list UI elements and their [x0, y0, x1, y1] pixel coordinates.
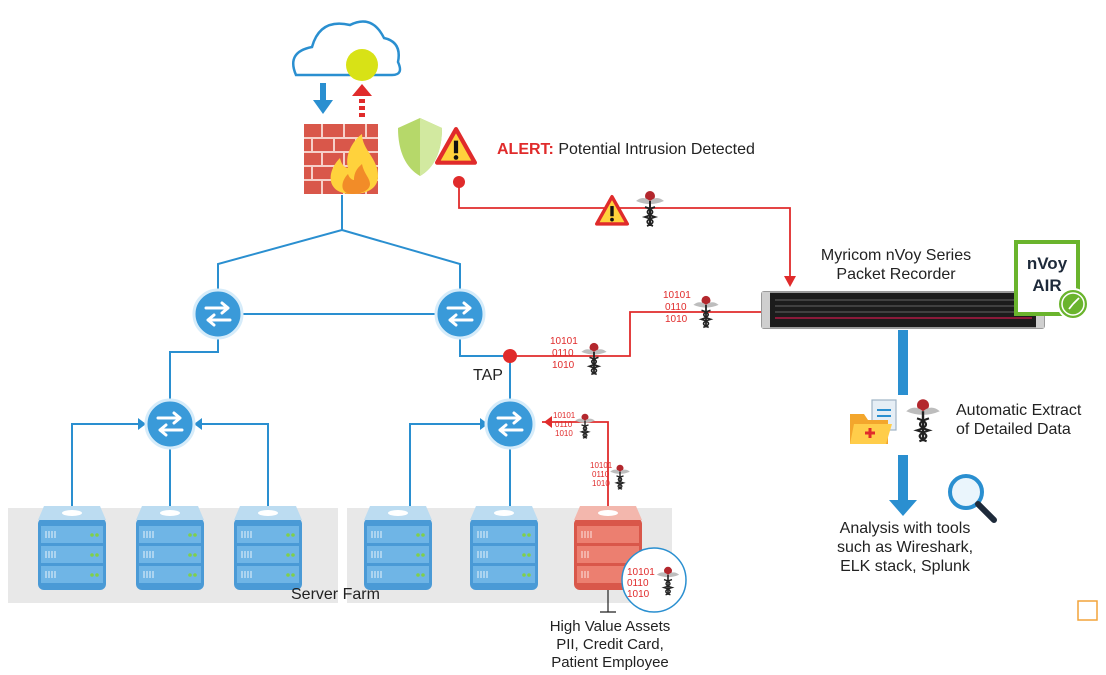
server-4	[363, 505, 433, 591]
caduceus-icon	[574, 413, 596, 439]
alert-links	[458, 182, 791, 512]
hva-bits-a: 10101	[627, 567, 655, 578]
hva-bits-b: 0110	[627, 578, 649, 589]
extract-caduceus-icon	[905, 398, 941, 443]
network-links	[71, 195, 908, 510]
packet1-bits-c: 1010	[665, 314, 688, 325]
magnifier-icon	[948, 474, 997, 523]
packet3-bits-a: 10101	[553, 411, 576, 420]
extract-line2: of Detailed Data	[956, 421, 1071, 439]
packet4-bits-a: 10101	[590, 461, 613, 470]
packet2-bits-a: 10101	[550, 336, 578, 347]
assets-line3: Patient Employee	[551, 654, 669, 671]
server-5	[469, 505, 539, 591]
access-switch-right	[484, 398, 536, 450]
packet2-bits-c: 1010	[552, 360, 575, 371]
firewall-icon	[304, 124, 378, 194]
recorder-line2: Packet Recorder	[836, 266, 956, 284]
server-3	[233, 505, 303, 591]
analysis-line2: such as Wireshark,	[836, 539, 974, 557]
core-switch-right	[434, 288, 486, 340]
assets-line2: PII, Credit Card,	[556, 636, 664, 653]
packet-warning-icon	[595, 194, 629, 226]
analysis-line1: Analysis with tools	[839, 520, 971, 537]
cloud-icon	[292, 20, 402, 81]
caduceus-icon	[609, 464, 631, 490]
analysis-line3: ELK stack, Splunk	[840, 558, 970, 576]
badge-line1: nVoy	[1027, 254, 1068, 273]
hva-data-badge: 10101 0110 1010	[621, 547, 687, 613]
analysis-arrow-icon	[889, 500, 917, 516]
extract-line1: Automatic Extract	[956, 402, 1082, 419]
caduceus-icon	[580, 341, 608, 376]
packet3-bits-b: 0110	[555, 420, 573, 429]
packet3-bits-c: 1010	[555, 429, 573, 438]
warning-icon	[437, 129, 475, 163]
alert-label: ALERT: Potential Intrusion Detected	[497, 140, 755, 159]
packet1-bits-b: 0110	[665, 302, 687, 313]
server-farm-label: Server Farm	[291, 586, 380, 603]
orange-square	[1077, 600, 1098, 621]
recorder-label: Myricom nVoy Series Packet Recorder	[796, 246, 996, 284]
alert-arrow-icon	[784, 276, 796, 287]
core-switch-left	[192, 288, 244, 340]
hva-pointer	[600, 590, 616, 613]
server-1	[37, 505, 107, 591]
tap-point	[503, 349, 517, 363]
packet4-bits-b: 0110	[592, 470, 610, 479]
packet4-bits-c: 1010	[592, 479, 610, 488]
assets-label: High Value Assets PII, Credit Card, Pati…	[530, 618, 690, 672]
alert-prefix: ALERT:	[497, 141, 554, 158]
data-packet-switch: 10101 0110 1010	[553, 411, 596, 439]
analysis-label: Analysis with tools such as Wireshark, E…	[810, 519, 1000, 577]
packet1-bits-a: 10101	[663, 290, 691, 301]
clock-icon	[1057, 288, 1089, 320]
alert-message: Potential Intrusion Detected	[558, 141, 755, 158]
nvoy-air-badge: nVoy AIR	[1014, 240, 1089, 320]
hva-bits-c: 1010	[627, 589, 650, 600]
access-switch-left	[144, 398, 196, 450]
upload-arrow-icon	[352, 84, 372, 117]
shield-icon	[398, 118, 442, 176]
tap-label: TAP	[473, 367, 503, 384]
data-packet-recorder: 10101 0110 1010	[663, 290, 720, 329]
server-2	[135, 505, 205, 591]
data-packet-server: 10101 0110 1010	[590, 461, 631, 490]
assets-line1: High Value Assets	[549, 618, 671, 635]
download-arrow-icon	[313, 83, 333, 114]
packet2-bits-b: 0110	[552, 348, 574, 359]
badge-line2: AIR	[1032, 276, 1061, 295]
folder-document-icon	[850, 399, 897, 444]
extract-label: Automatic Extract of Detailed Data	[956, 401, 1081, 439]
recorder-line1: Myricom nVoy Series	[820, 247, 972, 264]
data-packet-tap: 10101 0110 1010	[550, 336, 608, 376]
alert-origin-dot	[453, 176, 465, 188]
packet-recorder-device	[761, 291, 1045, 329]
